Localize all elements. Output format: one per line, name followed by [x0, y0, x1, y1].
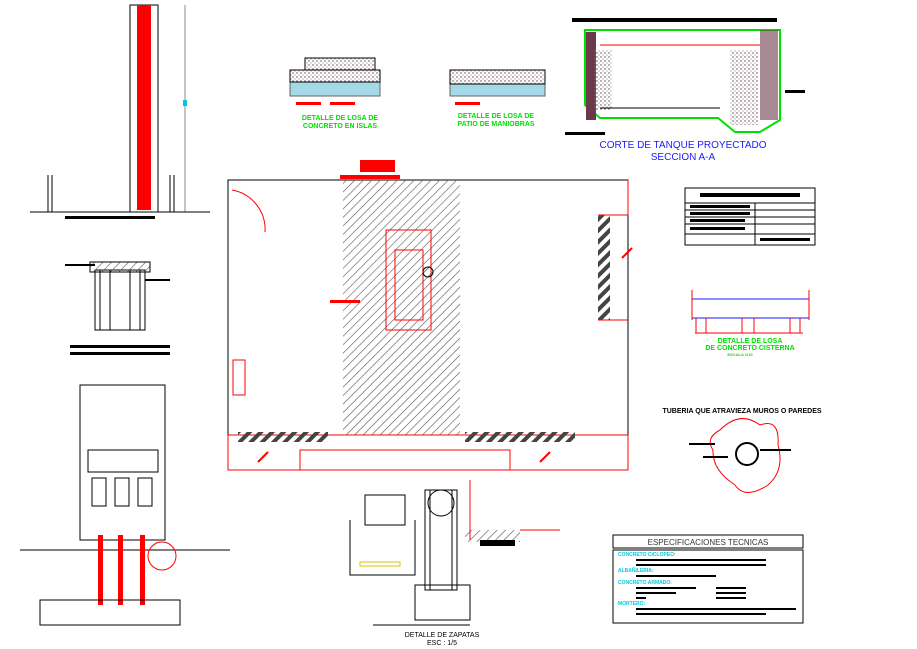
slab-detail-islands: DETALLE DE LOSA DE CONCRETO EN ISLAS: [289, 57, 381, 130]
footing-detail: DETALLE DE ZAPATAS ESC : 1/5: [349, 480, 560, 647]
slab-detail-2-subtitle: PATIO DE MANIOBRAS: [457, 121, 534, 128]
cistern-slab-detail: DETALLE DE LOSA DE CONCRETO CISTERNA ESC…: [691, 290, 810, 357]
spec-section: ALBAÑILERIA:: [618, 567, 654, 574]
cistern-slab-scale: ESCALA 1/10: [727, 352, 753, 357]
tank-section: CORTE DE TANQUE PROYECTADO SECCION A-A: [565, 18, 805, 163]
cistern-slab-title: DETALLE DE LOSA: [718, 338, 783, 345]
tank-section-subtitle: SECCION A-A: [651, 152, 716, 163]
slab-detail-1-title: DETALLE DE LOSA DE: [302, 115, 379, 122]
dispenser-elevation: [20, 384, 230, 626]
footing-detail-title: DETALLE DE ZAPATAS: [405, 632, 480, 639]
footing-detail-scale: ESC : 1/5: [427, 640, 457, 647]
pipe-detail-title: TUBERIA QUE ATRAVIEZA MUROS O PAREDES: [662, 408, 821, 415]
tank-section-title: CORTE DE TANQUE PROYECTADO: [599, 140, 766, 151]
slab-detail-1-subtitle: CONCRETO EN ISLAS: [303, 123, 377, 130]
spec-section: CONCRETO CICLOPEO:: [618, 552, 676, 558]
column-elevation: [30, 4, 210, 219]
specs-table: ESPECIFICACIONES TECNICAS CONCRETO CICLO…: [612, 534, 804, 624]
pipe-detail: TUBERIA QUE ATRAVIEZA MUROS O PAREDES: [662, 408, 822, 493]
specs-title: ESPECIFICACIONES TECNICAS: [648, 538, 769, 547]
slab-detail-yard: DETALLE DE LOSA DE PATIO DE MANIOBRAS: [449, 69, 546, 128]
slab-detail-2-title: DETALLE DE LOSA DE: [458, 113, 535, 120]
column-detail: [65, 261, 170, 355]
site-plan: [227, 160, 633, 471]
spec-section: MORTERO:: [618, 601, 646, 607]
spec-section: CONCRETO ARMADO:: [618, 580, 672, 586]
cistern-slab-subtitle: DE CONCRETO CISTERNA: [705, 345, 794, 352]
info-table: [684, 187, 816, 246]
